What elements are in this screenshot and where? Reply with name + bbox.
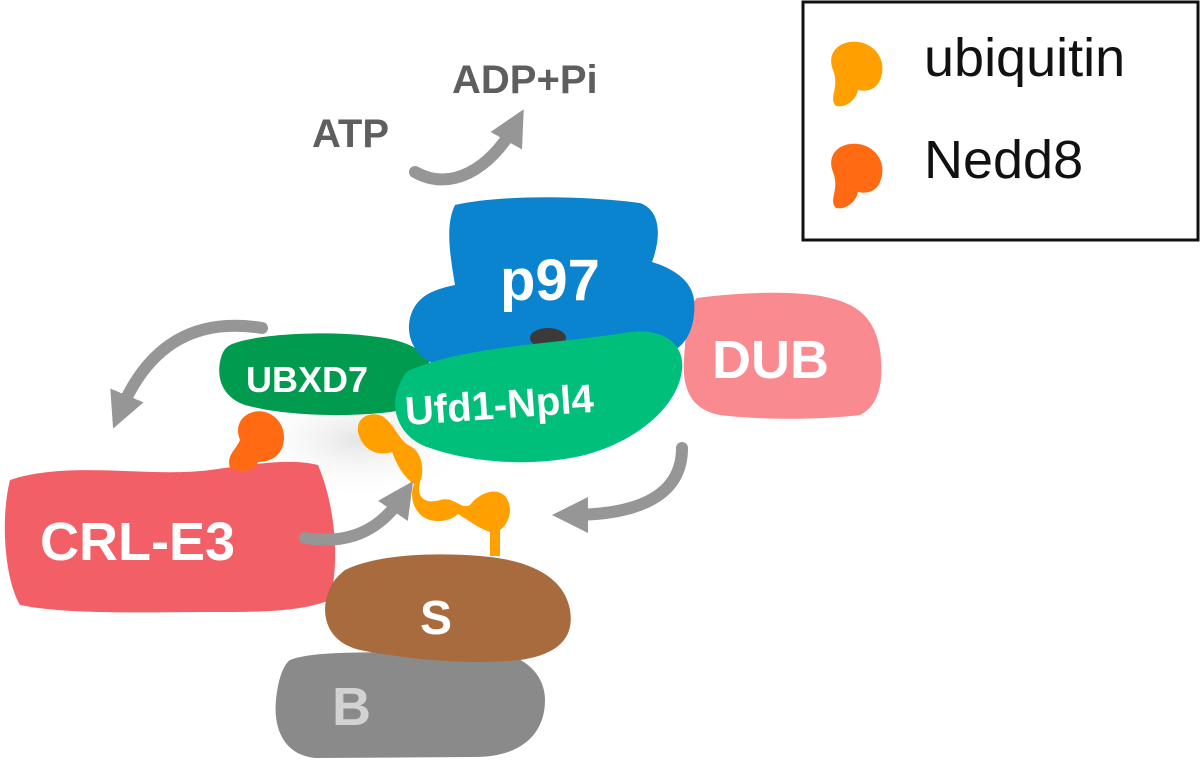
legend-ubiquitin-icon [831, 41, 883, 107]
substrate-label: S [420, 592, 452, 645]
legend-ubiquitin-label: ubiquitin [924, 28, 1125, 88]
ubxd7-label: UBXD7 [246, 359, 368, 400]
ufd1-npl4-protein [395, 331, 683, 463]
ubxd7-to-crl-arrow [110, 319, 268, 429]
legend-nedd8-icon [831, 143, 883, 209]
dub-protein [683, 292, 882, 419]
crl-to-substrate-arrow [299, 481, 414, 546]
dub-label: DUB [712, 330, 829, 390]
crl-e3-protein [4, 461, 336, 613]
adp-label: ADP+Pi [452, 58, 598, 102]
legend: ubiquitin Nedd8 [801, 0, 1200, 242]
ubxd7-protein [219, 333, 433, 416]
p97-protein [408, 197, 695, 368]
b-label: B [332, 677, 371, 737]
b-protein [275, 649, 545, 758]
crl-e3-label: CRL-E3 [40, 512, 235, 572]
legend-box [801, 0, 1200, 242]
nedd8-modifier [229, 411, 285, 471]
atp-label: ATP [312, 112, 389, 156]
legend-nedd8-label: Nedd8 [924, 130, 1083, 190]
substrate-protein [325, 554, 571, 662]
p97-label: p97 [500, 248, 600, 313]
dub-to-substrate-arrow [552, 442, 688, 533]
ubiquitin-chain [357, 414, 510, 556]
atp-arrow [409, 109, 524, 186]
